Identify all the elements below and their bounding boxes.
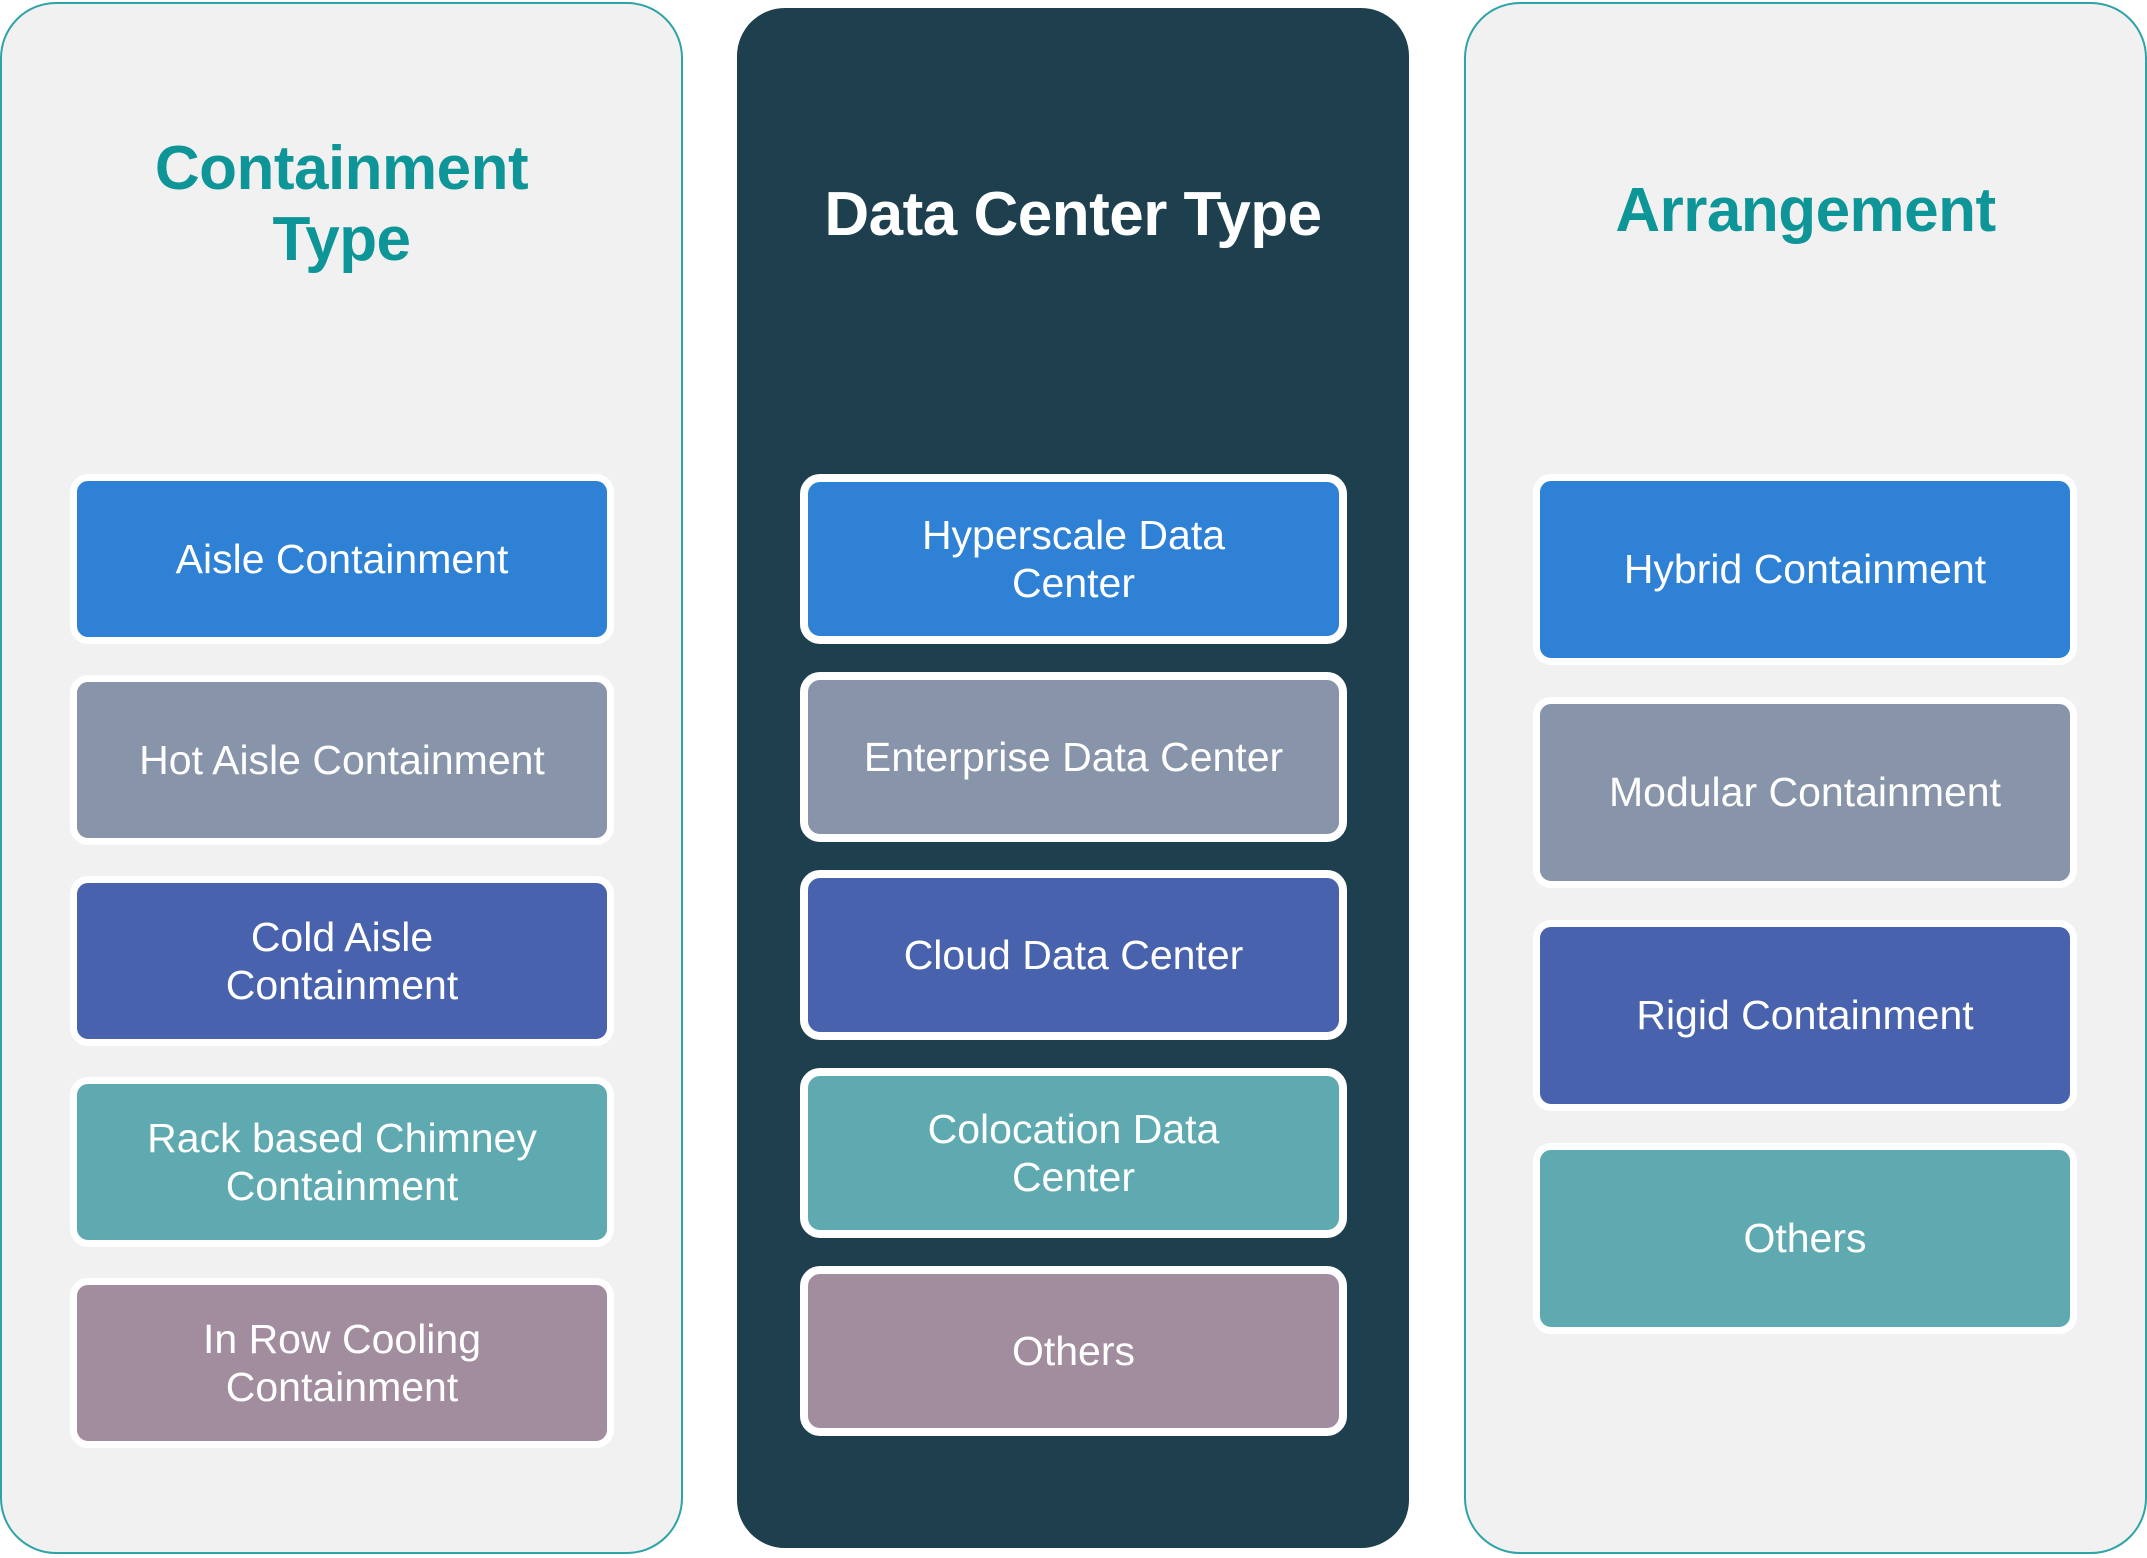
item-box[interactable]: Rack based Chimney Containment bbox=[70, 1077, 614, 1247]
item-box[interactable]: Cold Aisle Containment bbox=[70, 876, 614, 1046]
panel-title-arrangement: Arrangement bbox=[1615, 176, 1996, 245]
item-box[interactable]: Enterprise Data Center bbox=[800, 672, 1347, 842]
item-stack-arrangement: Hybrid Containment Modular Containment R… bbox=[1533, 474, 2077, 1334]
item-box[interactable]: Aisle Containment bbox=[70, 474, 614, 644]
item-box[interactable]: Colocation Data Center bbox=[800, 1068, 1347, 1238]
item-box[interactable]: Others bbox=[1533, 1143, 2077, 1334]
item-box[interactable]: Others bbox=[800, 1266, 1347, 1436]
item-box[interactable]: Hybrid Containment bbox=[1533, 474, 2077, 665]
item-box[interactable]: In Row Cooling Containment bbox=[70, 1278, 614, 1448]
panel-title-data-center-type: Data Center Type bbox=[824, 180, 1322, 249]
item-box[interactable]: Modular Containment bbox=[1533, 697, 2077, 888]
item-stack-containment-type: Aisle Containment Hot Aisle Containment … bbox=[70, 474, 614, 1448]
item-box[interactable]: Hyperscale Data Center bbox=[800, 474, 1347, 644]
item-box[interactable]: Hot Aisle Containment bbox=[70, 675, 614, 845]
item-stack-data-center-type: Hyperscale Data Center Enterprise Data C… bbox=[800, 474, 1347, 1436]
item-box[interactable]: Rigid Containment bbox=[1533, 920, 2077, 1111]
item-box[interactable]: Cloud Data Center bbox=[800, 870, 1347, 1040]
panel-title-containment-type: Containment Type bbox=[154, 134, 529, 274]
